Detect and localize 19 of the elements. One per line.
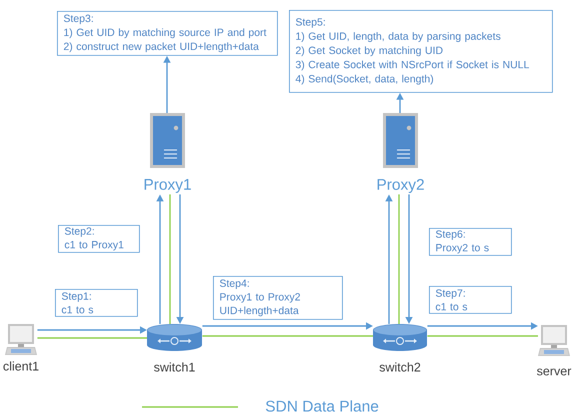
connector-line: [427, 335, 538, 337]
text-box: Step6: Proxy2 to s: [429, 228, 512, 256]
device-label: server: [536, 368, 572, 376]
text-box: Step4: Proxy1 to Proxy2 UID+length+data: [213, 276, 343, 320]
connector-line: [398, 194, 400, 324]
node-label: Proxy1: [144, 179, 191, 193]
text-box: Step1: c1 to s: [55, 289, 138, 317]
node-label: Proxy2: [378, 178, 424, 194]
device-label: switch1: [154, 362, 195, 372]
connector-line: [202, 335, 373, 337]
connector-line: [37, 337, 147, 339]
text-box: Step3: 1) Get UID by matching source IP and port 2) construct new packet UID+length+data: [57, 11, 278, 56]
connector-line: [169, 194, 171, 324]
legend-text: SDN Data Plane: [266, 400, 378, 412]
text-box: Step7: c1 to s: [429, 286, 512, 314]
device-label: switch2: [380, 362, 420, 372]
text-box: Step5: 1) Get UID, length, data by parsing packets 2) Get Socket by matching UID 3) Create Socket with NSrcPort if Socket is NULL 4) Send(Socket, data, length): [289, 10, 553, 93]
device-label: client1: [3, 361, 38, 371]
text-box: Step2: c1 to Proxy1: [58, 225, 140, 253]
